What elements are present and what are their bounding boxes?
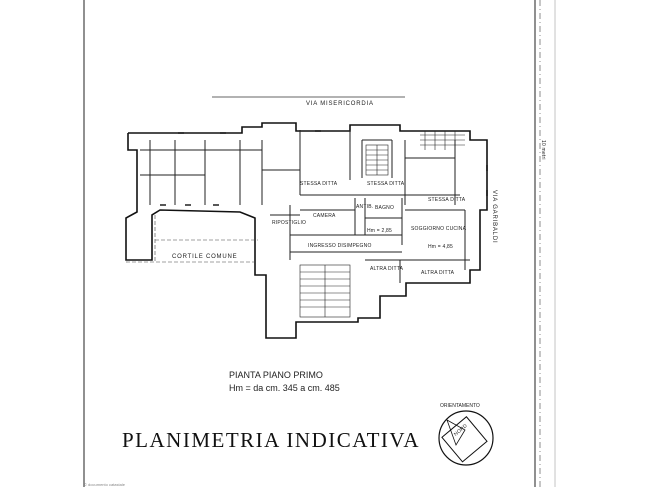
room-ingresso: INGRESSO DISIMPEGNO [308, 243, 372, 249]
room-soggiorno: SOGGIORNO CUCINA [411, 226, 467, 232]
room-antibagno: ANTIB. [356, 204, 374, 210]
building-outline [125, 122, 488, 339]
street-via-misericordia: VIA MISERICORDIA [306, 101, 374, 107]
stair-right [420, 131, 465, 150]
room-altra-ditta-2: ALTRA DITTA [421, 270, 455, 276]
stair-bottom [299, 264, 351, 318]
room-height-2: Hm = 4,85 [428, 244, 454, 250]
room-stessa-ditta-2: STESSA DITTA [367, 181, 405, 187]
room-stessa-ditta-3: STESSA DITTA [428, 197, 466, 203]
courtyard-lines [126, 215, 258, 263]
courtyard-label: CORTILE COMUNE [172, 254, 238, 260]
room-stessa-ditta-1: STESSA DITTA [300, 181, 338, 187]
orientation-label: ORIENTAMENTO [440, 403, 480, 409]
plan-caption-heights: Hm = da cm. 345 a cm. 485 [229, 383, 340, 393]
sheet-frame [83, 0, 536, 487]
street-via-garibaldi: VIA GARIBALDI [491, 190, 497, 244]
margin-scale-label: 10 metri [540, 140, 546, 160]
main-title: PLANIMETRIA INDICATIVA [122, 428, 421, 452]
room-altra-ditta-1: ALTRA DITTA [370, 266, 404, 272]
room-ripostiglio: RIPOSTIGLIO [272, 220, 307, 226]
stair-top [365, 144, 389, 176]
room-bagno: BAGNO [375, 205, 395, 211]
room-camera: CAMERA [313, 213, 336, 219]
plan-caption-title: PIANTA PIANO PRIMO [229, 370, 323, 380]
footer-note: © documento catastale [84, 482, 125, 487]
window-marks [160, 130, 488, 206]
room-height-1: Hm = 2,85 [367, 228, 393, 234]
interior-walls [140, 130, 470, 283]
north-arrow [438, 410, 494, 466]
